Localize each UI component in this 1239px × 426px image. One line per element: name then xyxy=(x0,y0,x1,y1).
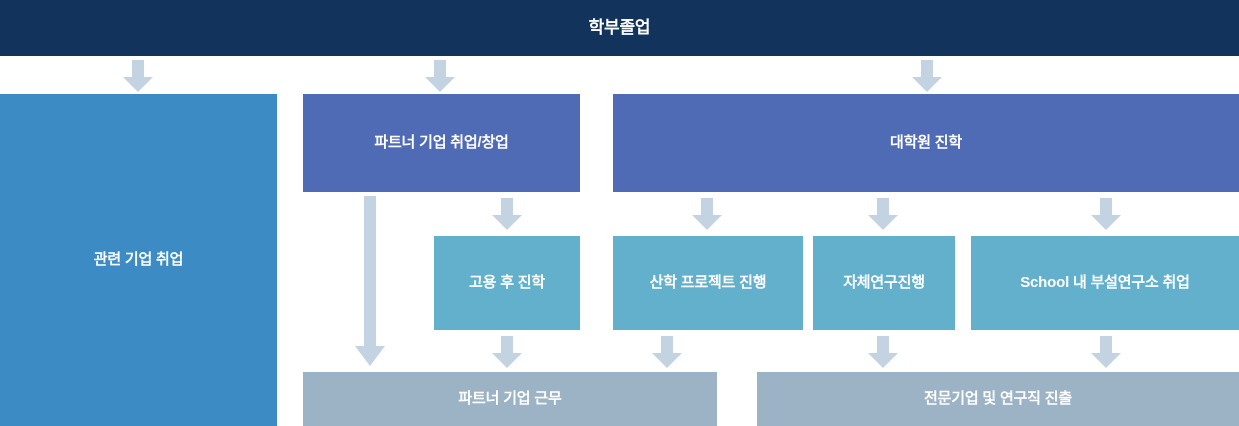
node-hire-then-study: 고용 후 진학 xyxy=(434,236,580,330)
node-professional-research: 전문기업 및 연구직 진출 xyxy=(757,372,1239,426)
node-employment: 관련 기업 취업 xyxy=(0,94,277,426)
arrow-down-to-industry-project xyxy=(692,198,722,230)
node-employment-label: 관련 기업 취업 xyxy=(93,250,184,268)
node-grad-school-label: 대학원 진학 xyxy=(890,133,962,151)
node-professional-research-label: 전문기업 및 연구직 진출 xyxy=(924,389,1072,407)
arrow-down-to-school-institute xyxy=(1091,198,1121,230)
arrow-down-school-institute-to-professional xyxy=(1091,336,1121,368)
arrow-down-to-employment xyxy=(123,60,153,92)
node-grad-school: 대학원 진학 xyxy=(613,94,1239,192)
node-industry-project: 산학 프로젝트 진행 xyxy=(613,236,803,330)
arrow-down-to-partner-startup xyxy=(425,60,455,92)
arrow-long-partner-startup-to-partner-work xyxy=(355,196,385,366)
arrow-down-to-own-research xyxy=(868,198,898,230)
node-partner-startup: 파트너 기업 취업/창업 xyxy=(303,94,580,192)
node-school-institute-label: School 내 부설연구소 취업 xyxy=(1020,273,1190,291)
arrow-down-to-hire-then-study xyxy=(492,198,522,230)
arrow-down-own-research-to-professional xyxy=(868,336,898,368)
arrow-down-to-grad-school xyxy=(912,60,942,92)
diagram-title-bar: 학부졸업 xyxy=(0,0,1239,56)
node-partner-work: 파트너 기업 근무 xyxy=(303,372,717,426)
arrow-down-industry-project-to-professional xyxy=(652,336,682,368)
node-partner-startup-label: 파트너 기업 취업/창업 xyxy=(374,133,509,151)
node-own-research-label: 자체연구진행 xyxy=(843,273,925,291)
node-school-institute: School 내 부설연구소 취업 xyxy=(971,236,1239,330)
node-own-research: 자체연구진행 xyxy=(813,236,955,330)
node-hire-then-study-label: 고용 후 진학 xyxy=(469,273,545,291)
node-partner-work-label: 파트너 기업 근무 xyxy=(458,389,562,407)
node-industry-project-label: 산학 프로젝트 진행 xyxy=(649,273,767,291)
arrow-down-hire-then-study-to-partner-work xyxy=(492,336,522,368)
diagram-title: 학부졸업 xyxy=(588,18,651,38)
